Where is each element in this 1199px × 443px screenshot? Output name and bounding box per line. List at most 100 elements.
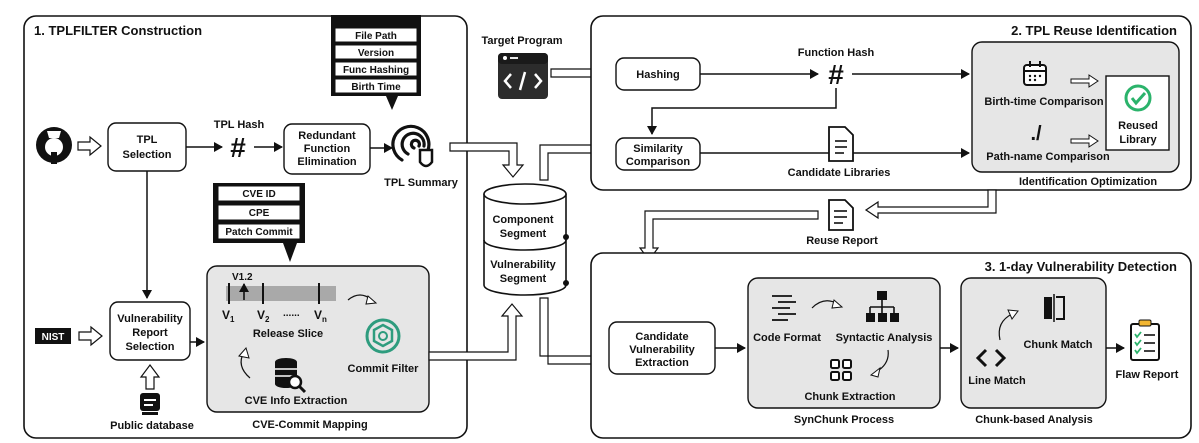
code-format-icon bbox=[772, 295, 796, 321]
vuln-report-line1: Vulnerability bbox=[117, 313, 183, 325]
chunk-extraction-label: Chunk Extraction bbox=[804, 391, 895, 403]
panel2-title: 2. TPL Reuse Identification bbox=[1011, 23, 1177, 38]
curved-arrow-chunk bbox=[998, 313, 1013, 341]
redundant-elimination-box bbox=[283, 123, 371, 175]
arrow-hash-similarity bbox=[647, 88, 837, 135]
hollow-arrow-panel2-report bbox=[864, 189, 997, 220]
target-program-label: Target Program bbox=[481, 35, 562, 47]
commit-filter-label: Commit Filter bbox=[348, 363, 420, 375]
similarity-line1: Similarity bbox=[633, 143, 683, 155]
release-dots: ...... bbox=[283, 308, 300, 319]
cve-field-patch-commit: Patch Commit bbox=[225, 227, 293, 238]
cve-callout bbox=[213, 183, 305, 262]
curved-arrow-mapping-top-head bbox=[365, 295, 378, 305]
hollow-arrow-github bbox=[77, 135, 102, 157]
candidate-line2: Vulnerability bbox=[629, 344, 695, 356]
curved-arrow-chunk-head bbox=[1007, 309, 1019, 320]
hash-icon-2: # bbox=[828, 59, 844, 90]
redundant-line2: Function bbox=[304, 143, 351, 155]
reuse-report-icon bbox=[828, 199, 854, 231]
summary-field-version: Version bbox=[358, 48, 394, 59]
db-component-line2: Segment bbox=[500, 228, 547, 240]
reused-library-line1: Reused bbox=[1118, 120, 1158, 132]
hollow-arrow-pathname bbox=[1070, 134, 1099, 148]
tpl-selection-line1: TPL bbox=[137, 134, 158, 146]
cve-commit-mapping-label: CVE-Commit Mapping bbox=[252, 419, 368, 431]
cve-info-extraction-label: CVE Info Extraction bbox=[245, 395, 348, 407]
vuln-report-box bbox=[109, 301, 191, 361]
tpl-summary-label: TPL Summary bbox=[384, 177, 459, 189]
release-slice-label: Release Slice bbox=[253, 328, 323, 340]
cve-field-id: CVE ID bbox=[242, 189, 275, 200]
public-database-icon bbox=[140, 393, 160, 415]
syntactic-analysis-label: Syntactic Analysis bbox=[836, 332, 933, 344]
cve-field-cpe: CPE bbox=[249, 208, 270, 219]
public-database-label: Public database bbox=[110, 420, 194, 432]
tpl-summary-icon bbox=[391, 124, 434, 168]
cve-info-extraction-icon bbox=[275, 358, 307, 394]
birth-time-label: Birth-time Comparison bbox=[984, 96, 1103, 108]
similarity-line2: Comparison bbox=[626, 156, 690, 168]
syntactic-analysis-icon bbox=[866, 291, 899, 322]
check-icon-mark bbox=[1130, 91, 1147, 106]
vuln-report-line2: Report bbox=[132, 327, 168, 339]
panel3-title: 3. 1-day Vulnerability Detection bbox=[985, 259, 1177, 274]
hollow-arrow-summary-db bbox=[449, 142, 525, 178]
chunk-match-label: Chunk Match bbox=[1023, 339, 1092, 351]
redundant-line3: Elimination bbox=[297, 156, 357, 168]
similarity-box bbox=[615, 137, 701, 171]
summary-field-func-hashing: Func Hashing bbox=[343, 65, 409, 76]
line-match-icon bbox=[975, 348, 1007, 368]
tplfilter-database bbox=[483, 183, 567, 296]
check-icon bbox=[1124, 84, 1152, 112]
synchunk-process-label: SynChunk Process bbox=[794, 414, 894, 426]
line-match-label: Line Match bbox=[968, 375, 1026, 387]
chunk-analysis-box bbox=[960, 277, 1107, 409]
identification-optimization-label: Identification Optimization bbox=[1019, 176, 1157, 188]
redundant-line1: Redundant bbox=[298, 130, 356, 142]
tpl-summary-callout bbox=[331, 15, 421, 110]
candidate-libraries-label: Candidate Libraries bbox=[788, 167, 891, 179]
hash-icon-1: # bbox=[230, 132, 246, 163]
nist-logo bbox=[35, 328, 71, 344]
function-hash-label: Function Hash bbox=[798, 47, 875, 59]
hollow-arrow-mapping-db bbox=[428, 303, 524, 361]
release-version-marker: V1.2 bbox=[232, 272, 253, 283]
vuln-report-line3: Selection bbox=[126, 341, 175, 353]
commit-filter-icon bbox=[365, 318, 401, 354]
flaw-report-label: Flaw Report bbox=[1116, 369, 1179, 381]
flaw-report-icon bbox=[1130, 319, 1160, 361]
tpl-hash-label: TPL Hash bbox=[214, 119, 265, 131]
hashing-label: Hashing bbox=[636, 69, 679, 81]
release-v1: V1 bbox=[222, 308, 235, 324]
chunk-extraction-icon bbox=[830, 359, 852, 381]
path-name-icon: ./ bbox=[1030, 123, 1042, 145]
github-icon bbox=[36, 127, 72, 164]
chunk-analysis-label: Chunk-based Analysis bbox=[975, 414, 1093, 426]
summary-field-file-path: File Path bbox=[355, 31, 397, 42]
release-slice-bar bbox=[226, 286, 336, 301]
candidate-line1: Candidate bbox=[635, 331, 688, 343]
db-component-line1: Component bbox=[492, 214, 553, 226]
calendar-icon bbox=[1023, 61, 1047, 86]
chunk-match-icon bbox=[1044, 294, 1065, 322]
summary-field-birth-time: Birth Time bbox=[351, 82, 401, 93]
candidate-libraries-icon bbox=[828, 126, 854, 162]
curved-arrow-synchunk-2-head bbox=[869, 366, 881, 378]
db-vuln-line1: Vulnerability bbox=[490, 259, 556, 271]
tpl-selection-box bbox=[107, 122, 187, 172]
curved-arrow-mapping-bottom-head bbox=[238, 346, 250, 359]
target-program-icon bbox=[498, 53, 548, 99]
nist-logo-text: NIST bbox=[42, 332, 65, 343]
release-v2: V2 bbox=[257, 308, 270, 324]
db-dot-1 bbox=[563, 234, 569, 240]
reused-library-line2: Library bbox=[1119, 134, 1157, 146]
reuse-report-label: Reuse Report bbox=[806, 235, 878, 247]
panel1-title: 1. TPLFILTER Construction bbox=[34, 23, 202, 38]
synchunk-process-box bbox=[747, 277, 941, 409]
hollow-arrow-public-db bbox=[139, 364, 161, 390]
curved-arrow-synchunk-1-head bbox=[831, 299, 844, 309]
hollow-arrow-nist bbox=[78, 325, 103, 347]
path-name-label: Path-name Comparison bbox=[986, 151, 1110, 163]
